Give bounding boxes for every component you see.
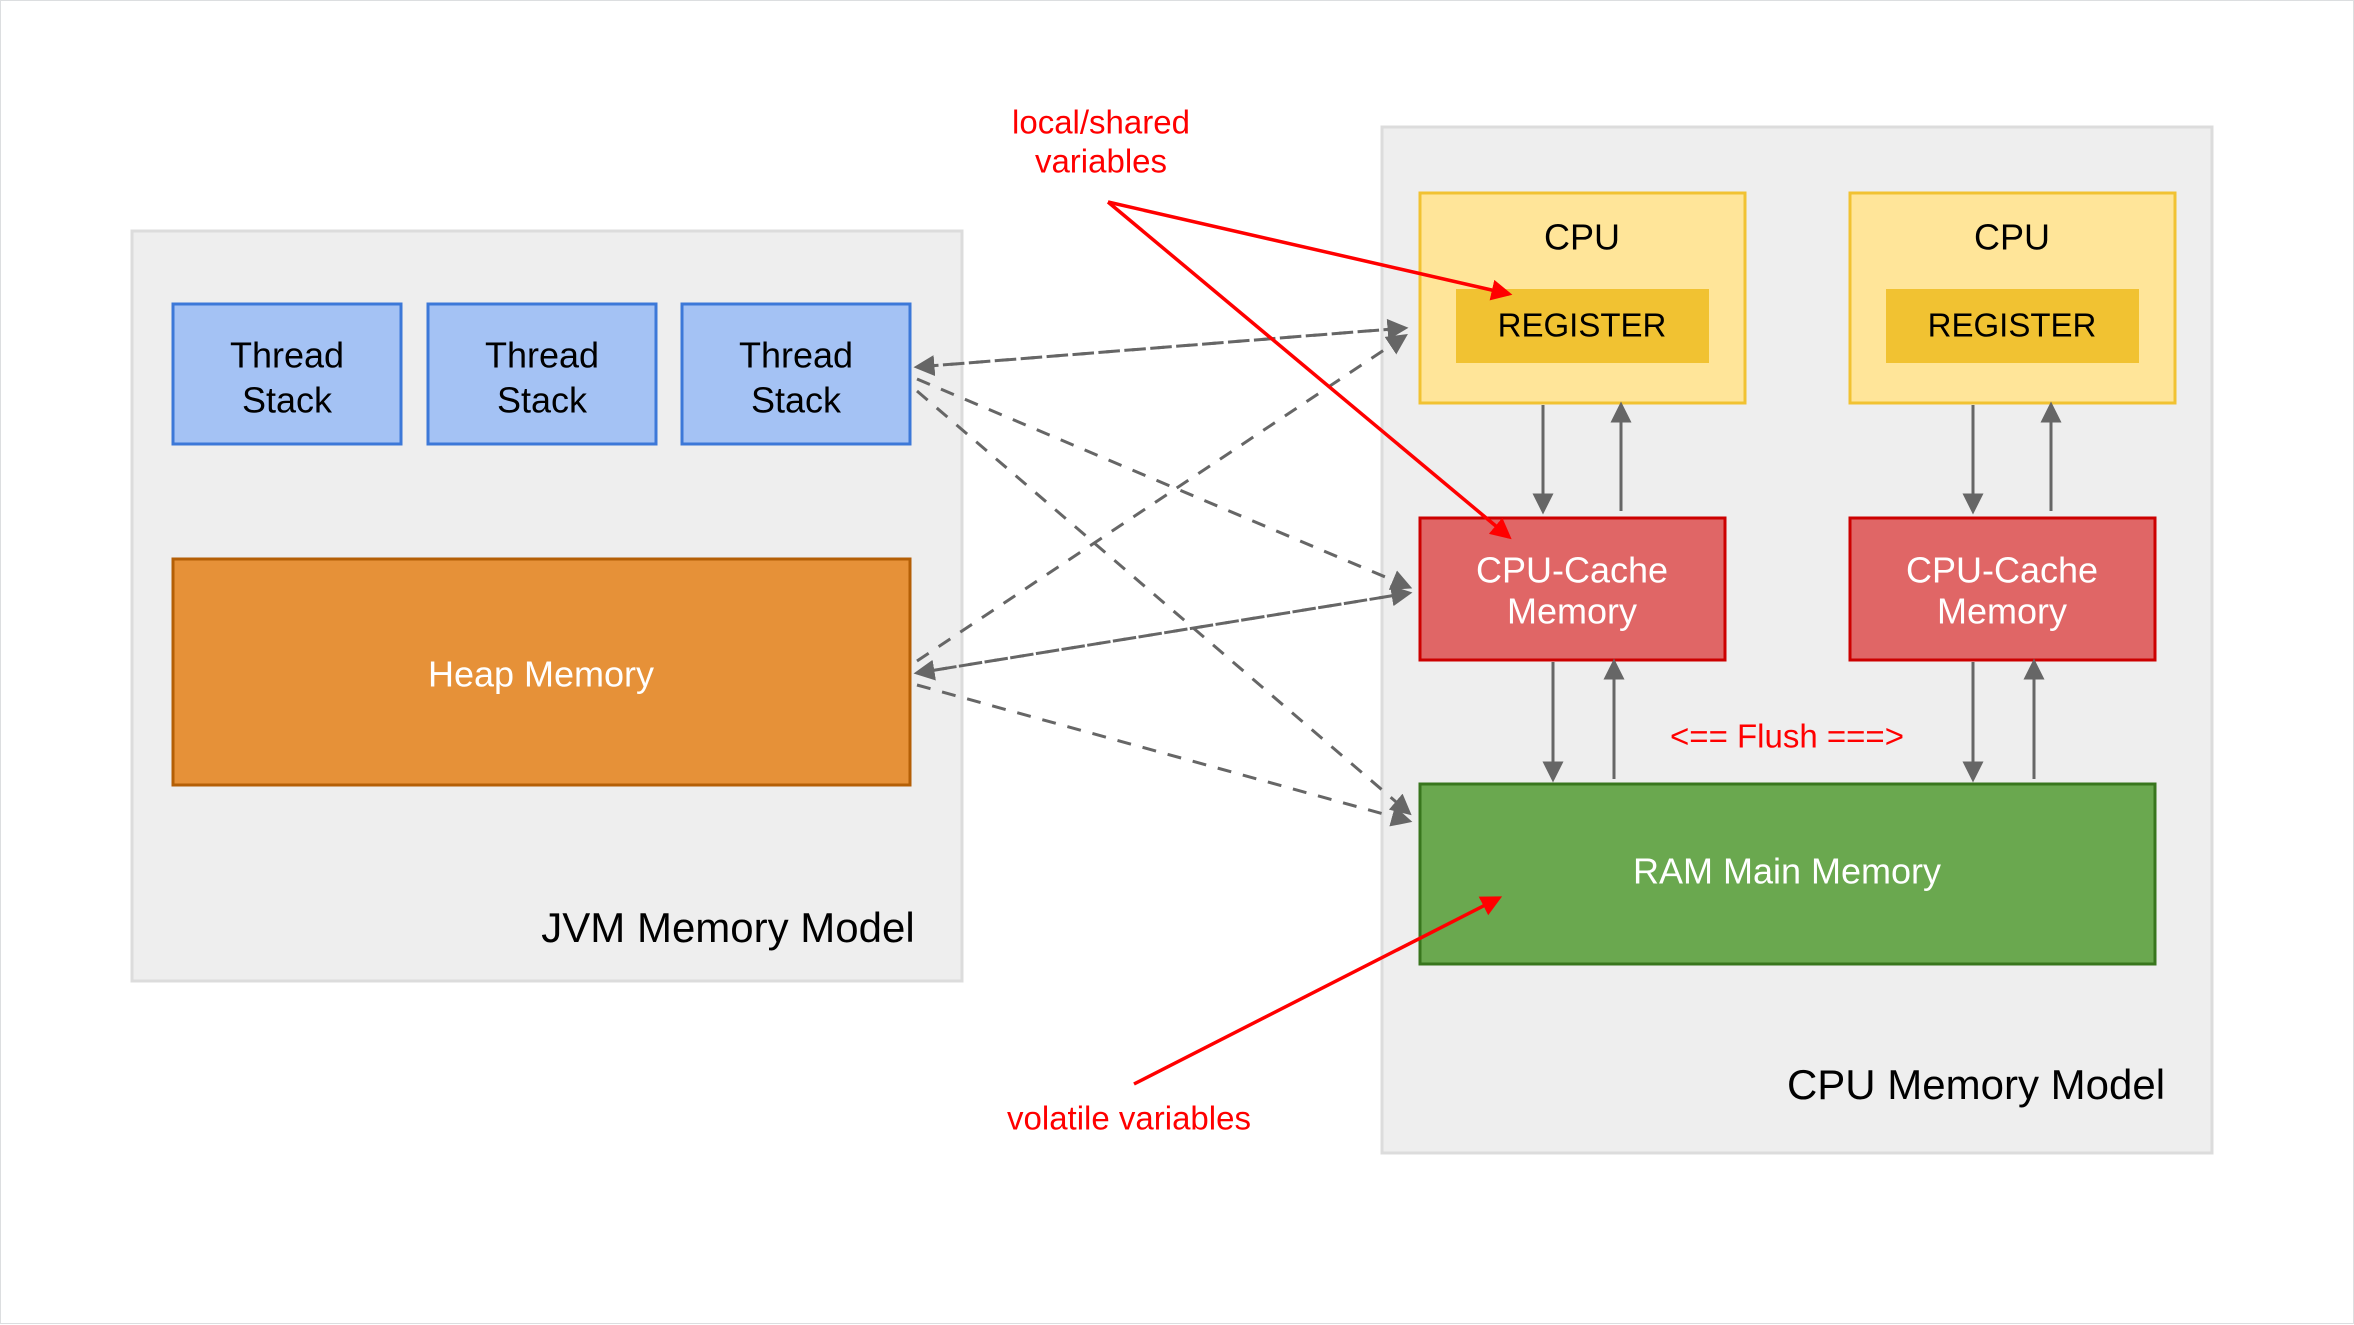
thread-stack-label-2-line1: Thread <box>485 335 599 376</box>
jvm-memory-model-panel: Thread Stack Thread Stack Thread Stack H… <box>130 229 964 983</box>
red-arrow-to-cpu-cache <box>1106 200 1512 540</box>
local-shared-variables-label-line1: local/shared <box>1012 104 1190 141</box>
thread-stack-label-1-line2: Stack <box>242 380 333 421</box>
thread-stack-box-3[interactable]: Thread Stack <box>680 302 912 446</box>
thread-stack-rect-2 <box>426 302 658 446</box>
red-arrow-to-register <box>1107 200 1513 301</box>
cpu-panel-title: CPU Memory Model <box>1787 1061 2165 1108</box>
thread-stack-rect-3 <box>680 302 912 446</box>
dashed-threadstack-to-cache <box>916 377 1413 590</box>
ram-main-memory-label: RAM Main Memory <box>1633 851 1941 892</box>
cpu-cache-box-1[interactable]: CPU-Cache Memory <box>1418 516 1727 662</box>
register-label-1: REGISTER <box>1498 307 1667 344</box>
flush-label: <== Flush ===> <box>1670 718 1904 755</box>
local-shared-variables-label-line2: variables <box>1035 143 1167 180</box>
register-rect-1 <box>1456 289 1709 363</box>
heap-memory-label: Heap Memory <box>428 654 654 695</box>
heap-memory-box[interactable]: Heap Memory <box>171 557 912 787</box>
thread-stack-label-3-line2: Stack <box>751 380 842 421</box>
jvm-cpu-mapping-edges <box>913 318 1413 827</box>
dashed-threadstack-to-ram <box>916 389 1412 816</box>
cache-ram-connectors-core-2 <box>1962 658 2045 783</box>
cpu-cache-label-1-line2: Memory <box>1507 591 1637 632</box>
thread-stack-label-2-line2: Stack <box>497 380 588 421</box>
ram-main-memory-box[interactable]: RAM Main Memory <box>1418 782 2157 966</box>
register-label-2: REGISTER <box>1928 307 2097 344</box>
red-arrow-to-ram <box>1133 896 1503 1086</box>
dashed-heap-to-ram <box>916 683 1413 827</box>
annotation-volatile-variables: volatile variables <box>1007 896 1503 1137</box>
cpu-cache-rect-1 <box>1418 516 1727 662</box>
dashed-register-to-threadstack <box>913 326 1406 377</box>
jvm-panel-title: JVM Memory Model <box>541 904 914 951</box>
thread-stack-box-2[interactable]: Thread Stack <box>426 302 658 446</box>
cpu-cache-rect-2 <box>1848 516 2157 662</box>
register-rect-2 <box>1886 289 2139 363</box>
cpu-cache-label-1-line1: CPU-Cache <box>1476 550 1668 591</box>
cpu-cache-label-2-line2: Memory <box>1937 591 2067 632</box>
dashed-heap-to-cache <box>916 585 1413 675</box>
cpu-cache-label-2-line1: CPU-Cache <box>1906 550 2098 591</box>
ram-main-memory-rect <box>1418 782 2157 966</box>
dashed-heap-to-register <box>916 334 1408 663</box>
cache-ram-connectors-core-1 <box>1542 658 1625 783</box>
thread-stack-label-3-line1: Thread <box>739 335 853 376</box>
cpu-core-1[interactable]: CPU REGISTER <box>1418 191 1747 405</box>
dashed-cache-to-heap <box>913 591 1410 681</box>
thread-stack-label-1-line1: Thread <box>230 335 344 376</box>
cpu-cache-connectors-core-2 <box>1962 401 2062 515</box>
annotation-local-shared-variables: local/shared variables <box>1012 104 1513 540</box>
volatile-variables-label: volatile variables <box>1007 1100 1251 1137</box>
thread-stack-box-1[interactable]: Thread Stack <box>171 302 403 446</box>
cpu-label-2: CPU <box>1974 217 2050 258</box>
cpu-cache-connectors-core-1 <box>1532 401 1632 515</box>
cpu-cache-box-2[interactable]: CPU-Cache Memory <box>1848 516 2157 662</box>
thread-stack-rect-1 <box>171 302 403 446</box>
cpu-memory-model-panel: CPU REGISTER CPU REGISTER CPU-Cache Memo… <box>1380 125 2214 1155</box>
heap-memory-rect <box>171 557 912 787</box>
cpu-core-2[interactable]: CPU REGISTER <box>1848 191 2177 405</box>
cpu-label-1: CPU <box>1544 217 1620 258</box>
